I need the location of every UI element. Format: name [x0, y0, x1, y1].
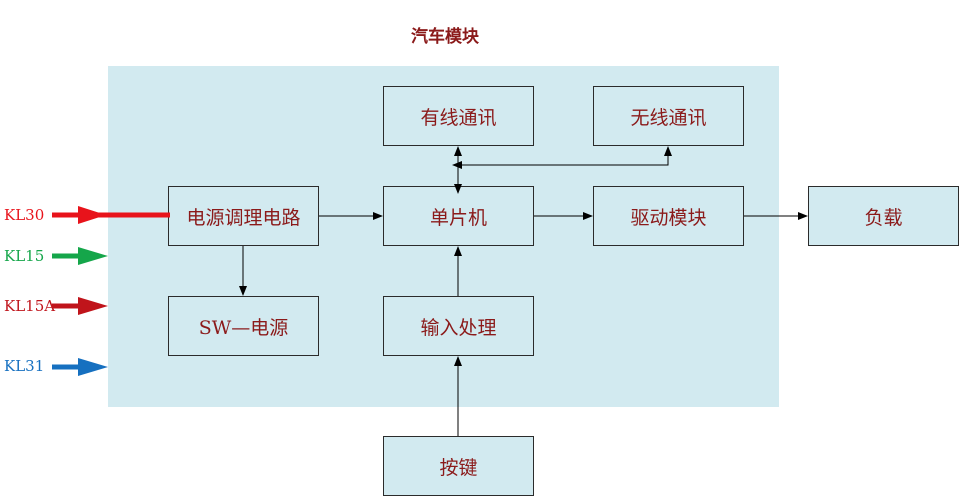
power-regulator-label: 电源调理电路 [186, 206, 301, 229]
pin-label-kl15a: KL15A [4, 297, 56, 315]
diagram-title: 汽车模块 [411, 27, 479, 47]
keys-block: 按键 [383, 436, 534, 496]
sw-power-label: SW—电源 [198, 316, 289, 339]
load-label: 负载 [864, 206, 903, 229]
power-regulator-block: 电源调理电路 [168, 186, 319, 246]
pin-label-kl30: KL30 [4, 206, 45, 224]
mcu-block: 单片机 [383, 186, 534, 246]
drive-module-block: 驱动模块 [593, 186, 744, 246]
kl30-arrow [52, 206, 170, 224]
kl15-arrow [52, 247, 108, 265]
arrow-mcu-wireless-comm [452, 146, 672, 169]
sw-power-block: SW—电源 [168, 296, 319, 356]
input-processing-label: 输入处理 [420, 316, 497, 339]
wired-comm-label: 有线通讯 [420, 106, 497, 129]
drive-module-label: 驱动模块 [630, 206, 707, 229]
kl31-arrow [52, 358, 108, 376]
pin-label-kl15: KL15 [4, 247, 45, 265]
wireless-comm-block: 无线通讯 [593, 86, 744, 146]
load-block: 负载 [808, 186, 959, 246]
wireless-comm-label: 无线通讯 [630, 106, 707, 129]
input-processing-block: 输入处理 [383, 296, 534, 356]
mcu-label: 单片机 [429, 206, 487, 229]
keys-label: 按键 [439, 456, 478, 479]
kl15a-arrow [52, 297, 108, 315]
wired-comm-block: 有线通讯 [383, 86, 534, 146]
pin-label-kl31: KL31 [4, 357, 45, 375]
